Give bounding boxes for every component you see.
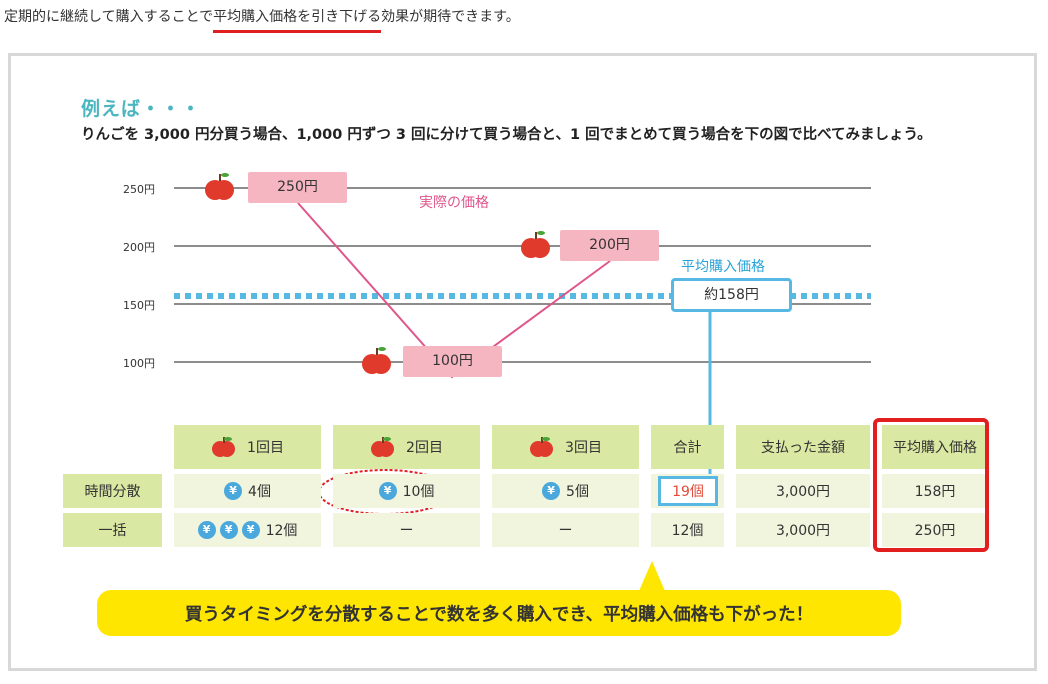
table-cell: 158円 (882, 474, 988, 508)
table-cell: ー (492, 513, 639, 547)
apple-icon (371, 437, 395, 457)
table-header-total: 合計 (651, 425, 724, 469)
row-label-lump-sum: 一括 (63, 513, 162, 547)
table-cell: ¥4個 (174, 474, 321, 508)
table-cell: 3,000円 (736, 474, 870, 508)
point-label: 100円 (403, 346, 502, 377)
table-cell: 250円 (882, 513, 988, 547)
table-cell: 3,000円 (736, 513, 870, 547)
point-label: 200円 (560, 230, 659, 261)
table-header-2: 2回目 (333, 425, 480, 469)
yen-coin-icon: ¥ (219, 521, 238, 539)
example-panel: 例えば・・・ りんごを 3,000 円分買う場合、1,000 円ずつ 3 回に分… (8, 53, 1037, 671)
table-header-paid: 支払った金額 (736, 425, 870, 469)
y-tick-label: 150円 (123, 299, 155, 312)
row-label-dispersed: 時間分散 (63, 474, 162, 508)
y-tick-label: 100円 (123, 357, 155, 370)
conclusion-banner: 買うタイミングを分散することで数を多く購入でき、平均購入価格も下がった！ (97, 590, 901, 636)
yen-coin-icon: ¥ (224, 482, 243, 500)
example-description: りんごを 3,000 円分買う場合、1,000 円ずつ 3 回に分けて買う場合と… (81, 127, 932, 143)
intro-text: 定期的に継続して購入することで平均購入価格を引き下げる効果が期待できます。 (4, 6, 520, 33)
table-cell: ¥10個 (333, 474, 480, 508)
apple-icon (362, 347, 391, 374)
table-header-average: 平均購入価格 (882, 425, 988, 469)
apple-icon (521, 231, 550, 258)
yen-coin-icon: ¥ (241, 521, 260, 539)
yen-coin-icon: ¥ (197, 521, 216, 539)
table-header-3: 3回目 (492, 425, 639, 469)
table-header-1: 1回目 (174, 425, 321, 469)
average-price-highlight-frame (873, 418, 989, 552)
apple-icon (212, 437, 236, 457)
table-cell: ¥5個 (492, 474, 639, 508)
table-cell: ー (333, 513, 480, 547)
point-label: 250円 (248, 172, 347, 203)
y-tick-label: 250円 (123, 183, 155, 196)
banner-pointer (639, 561, 665, 591)
actual-price-line (297, 202, 611, 379)
yen-coin-icon: ¥ (378, 482, 397, 500)
example-title: 例えば・・・ (81, 98, 202, 120)
yen-coin-icon: ¥ (542, 482, 561, 500)
average-price-box: 約158円 (671, 278, 792, 312)
table-cell: 12個 (651, 513, 724, 547)
price-chart (174, 173, 871, 515)
average-price-series-label: 平均購入価格 (681, 259, 765, 275)
apple-icon (205, 173, 234, 200)
y-tick-label: 200円 (123, 241, 155, 254)
table-cell: ¥¥¥12個 (174, 513, 321, 547)
intro-before: 定期的に継続して購入することで (4, 9, 214, 25)
intro-highlight: 平均購入価格を引き下げる (213, 6, 382, 33)
actual-price-series-label: 実際の価格 (419, 195, 489, 211)
intro-after: 効果が期待できます。 (381, 9, 520, 25)
total-count-highlight: 19個 (658, 476, 718, 506)
apple-icon (530, 437, 554, 457)
